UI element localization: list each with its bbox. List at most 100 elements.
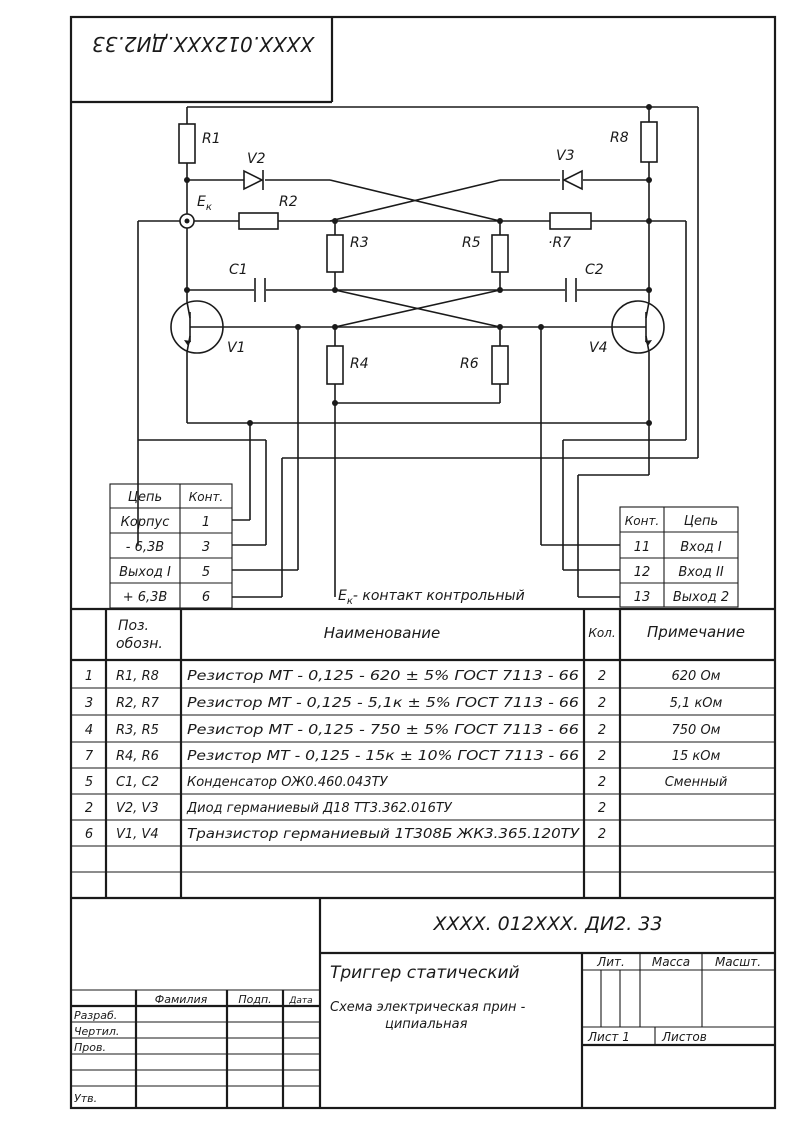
bom-row-pos: R4, R6 <box>116 749 159 764</box>
right-row-contact: 11 <box>634 540 651 555</box>
label-r2: R2 <box>279 194 298 210</box>
label-r5: R5 <box>462 235 481 251</box>
label-r1: R1 <box>202 131 221 147</box>
bom-row-num: 7 <box>85 749 94 764</box>
bom-row-qty: 2 <box>598 801 606 816</box>
left-row-contact: 5 <box>202 565 210 580</box>
left-row-circuit: Корпус <box>121 515 170 530</box>
left-header-circuit: Цепь <box>128 490 162 505</box>
label-r7: ·R7 <box>548 235 571 251</box>
resistor-r2 <box>238 212 279 230</box>
role-draw: Чертил. <box>74 1025 119 1038</box>
bom-row: 3 R2, R7 Резистор МТ - 0,125 - 5,1к ± 5%… <box>85 696 723 711</box>
bom-row-note: Сменный <box>665 775 728 790</box>
right-row-contact: 12 <box>634 565 651 580</box>
bom-row-num: 4 <box>85 723 93 738</box>
title-block-text: XXXX. 012XXX. ДИ2. 33 Триггер статически… <box>74 913 761 1105</box>
resistor-r3 <box>326 234 344 273</box>
bom-row-num: 1 <box>85 669 93 684</box>
bom-row-note: 750 Ом <box>672 723 721 738</box>
label-c2: C2 <box>585 262 604 278</box>
bom-row-pos: R2, R7 <box>116 696 160 711</box>
bom-header-pos2: обозн. <box>116 636 163 652</box>
bom-row: 5 C1, C2 Конденсатор ОЖ0.460.043ТУ 2 Сме… <box>85 775 727 790</box>
resistor-r5 <box>491 234 509 273</box>
bom-row: 2 V2, V3 Диод германиевый Д18 ТТ3.362.01… <box>85 801 606 816</box>
diode-v2 <box>243 169 264 191</box>
bom-row-name: Транзистор германиевый 1Т308Б ЖК3.365.12… <box>187 827 580 842</box>
mass-header: Масса <box>652 955 690 969</box>
bom-row: 6 V1, V4 Транзистор германиевый 1Т308Б Ж… <box>85 827 606 842</box>
title-block-grid <box>71 896 775 1108</box>
label-v3: V3 <box>556 148 574 164</box>
diode-v3 <box>562 169 583 191</box>
document-type-line2: ципиальная <box>385 1017 468 1032</box>
transistor-v1 <box>170 300 226 354</box>
left-header-contact: Конт. <box>189 490 224 504</box>
bom-row-num: 3 <box>85 696 93 711</box>
label-v4: V4 <box>589 340 607 356</box>
bom-row-pos: R1, R8 <box>116 669 159 684</box>
bom-row-qty: 2 <box>598 696 606 711</box>
label-r3: R3 <box>350 235 369 251</box>
drawing-name: Триггер статический <box>330 963 520 983</box>
bom-row-note: 620 Ом <box>672 669 721 684</box>
col-date: Дата <box>288 996 312 1006</box>
right-header-circuit: Цепь <box>684 514 718 529</box>
component-labels: R1 R8 V2 V3 R2 ·R7 R3 R5 C1 C2 V1 V4 R4 … <box>197 130 629 372</box>
bom-row-pos: V1, V4 <box>116 827 159 842</box>
right-row-circuit: Выход 2 <box>673 590 729 605</box>
ek-control-terminal <box>179 213 195 229</box>
role-check: Пров. <box>74 1041 106 1054</box>
right-header-contact: Конт. <box>625 514 660 528</box>
label-v2: V2 <box>247 151 266 167</box>
bom-row-name: Конденсатор ОЖ0.460.043ТУ <box>187 775 389 790</box>
bom-row-pos: V2, V3 <box>116 801 159 816</box>
sheets-label: Листов <box>661 1030 707 1044</box>
left-row-contact: 6 <box>202 590 210 605</box>
bom-row-qty: 2 <box>598 827 606 842</box>
bom-row: 1 R1, R8 Резистор МТ - 0,125 - 620 ± 5% … <box>85 669 721 684</box>
bom-grid <box>71 607 775 898</box>
right-row-contact: 13 <box>634 590 651 605</box>
capacitor-c2 <box>565 278 577 302</box>
bom-header: Поз. обозн. Наименование Кол. Примечание <box>116 618 745 652</box>
bom-row-num: 5 <box>85 775 93 790</box>
bom-row-num: 2 <box>85 801 93 816</box>
label-v1: V1 <box>227 340 245 356</box>
left-connector-text: Цепь Конт. Корпус 1 - 6,3В 3 Выход I 5 +… <box>119 490 223 605</box>
bom-row-name: Диод германиевый Д18 ТТ3.362.016ТУ <box>186 801 453 816</box>
schematic-wiring <box>137 106 699 598</box>
col-sign: Подп. <box>238 993 271 1006</box>
role-develop: Разраб. <box>74 1009 117 1022</box>
role-approve: Утв. <box>74 1092 97 1105</box>
bom-row-num: 6 <box>85 827 93 842</box>
junction-dots <box>184 104 652 426</box>
drawing-frame <box>69 15 777 1110</box>
bom-row-name: Резистор МТ - 0,125 - 15к ± 10% ГОСТ 711… <box>187 749 579 764</box>
right-row-circuit: Вход I <box>680 540 722 555</box>
lit-header: Лит. <box>596 955 625 969</box>
sheet-label: Лист 1 <box>587 1030 630 1044</box>
left-row-circuit: + 6,3В <box>123 590 168 605</box>
label-c1: C1 <box>229 262 248 278</box>
document-code: XXXX. 012XXX. ДИ2. 33 <box>433 913 663 935</box>
right-connector-text: Конт. Цепь 11 Вход I 12 Вход II 13 Выход… <box>625 514 729 605</box>
label-r8: R8 <box>610 130 629 146</box>
bom-header-qty: Кол. <box>588 626 615 640</box>
bom-row-note: 5,1 кОм <box>670 696 723 711</box>
left-row-contact: 1 <box>202 515 210 530</box>
bom-header-note: Примечание <box>647 623 745 641</box>
label-r6: R6 <box>460 356 479 372</box>
col-surname: Фамилия <box>155 993 208 1006</box>
resistor-r8 <box>640 121 658 163</box>
scale-header: Масшт. <box>715 955 761 969</box>
right-connector-table <box>619 506 739 608</box>
rotated-title-code: XXXX.012XXX.ДИ2.33 <box>92 32 315 56</box>
ek-contact-note: Eк- контакт контрольный <box>338 588 525 607</box>
capacitor-c1 <box>254 278 266 302</box>
right-row-circuit: Вход II <box>678 565 724 580</box>
resistor-r6 <box>491 345 509 385</box>
bom-row: 4 R3, R5 Резистор МТ - 0,125 - 750 ± 5% … <box>85 723 721 738</box>
